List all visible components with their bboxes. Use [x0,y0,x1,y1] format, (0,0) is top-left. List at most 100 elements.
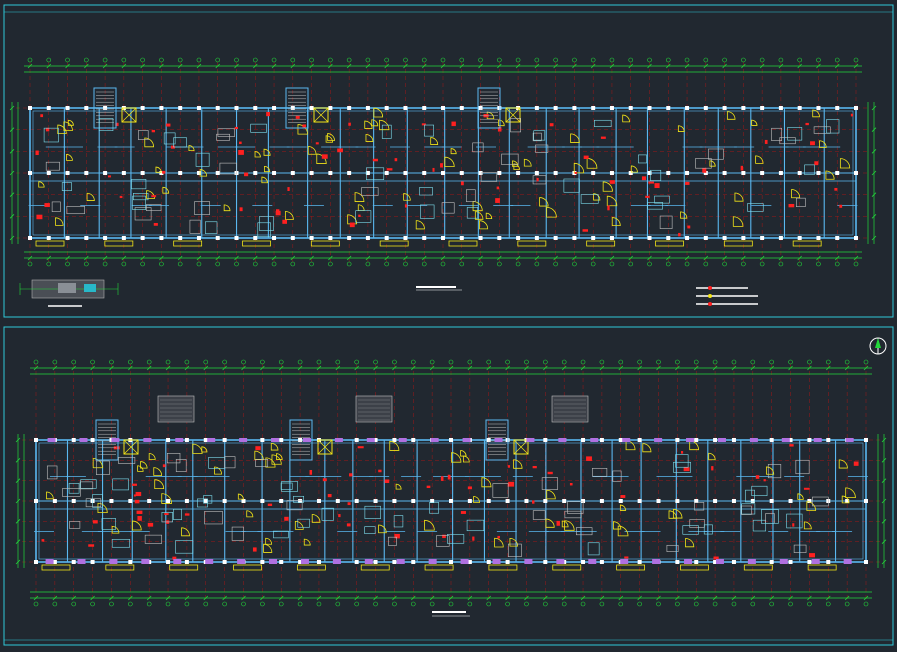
fixture [189,219,201,234]
axis-bubble [741,261,746,267]
door-swing [545,518,555,528]
red-marker [119,195,123,199]
window-sill [749,438,758,442]
dimension-tick [853,255,859,261]
balcony-sill [588,559,597,564]
door-swing [481,477,492,488]
balcony [296,564,326,571]
column [807,560,812,564]
dimension-tick [797,63,802,69]
column [196,236,201,240]
fixture [492,483,509,498]
dimension-tick [65,63,70,69]
red-marker [36,214,43,220]
column [581,499,586,503]
fixture [587,542,600,556]
axis-bubble [497,261,502,267]
axis-bubble [778,261,784,267]
column [769,560,774,564]
window-sill [398,438,407,442]
column [441,106,445,110]
dimension-tick [750,365,756,371]
fixture [134,207,152,221]
dimension-tick [807,365,812,371]
dimension-tick [46,63,52,69]
axis-bubble [834,57,840,63]
column [90,560,95,564]
door-swing [254,151,261,158]
fixture [419,187,433,196]
red-marker [113,446,120,450]
dimension-tick [403,255,408,261]
axis-bubble [290,57,296,63]
fixture [138,130,149,140]
window-sill [47,438,56,442]
axis-bubble [52,359,58,365]
door-swing [131,520,142,531]
dimension-tick [384,255,389,261]
fixture [112,478,129,491]
dimension-tick [731,595,737,601]
dimension-tick [467,365,473,371]
fixture [771,127,782,141]
dimension-tick [215,255,221,261]
column [816,106,821,110]
dimension-tick [165,595,171,601]
fixture [173,137,187,148]
axis-bubble [467,601,473,607]
axis-bubble [241,601,246,607]
dimension-tick [328,255,333,261]
column [760,236,765,240]
window-sill [271,438,280,442]
dimension-tick [297,365,303,371]
window-sill [111,438,120,442]
door-swing [539,197,549,207]
column [497,236,502,240]
column [835,106,840,110]
axis-bubble [297,601,303,607]
axis-bubble [84,261,89,267]
elevator-shaft [505,107,521,123]
column [128,560,133,564]
red-marker [549,123,554,127]
column [694,560,699,564]
axis-bubble [599,359,605,365]
door-swing [294,520,304,530]
dimension-tick [15,519,21,524]
axis-bubble [290,261,296,267]
column [609,106,614,110]
dimension-tick [373,365,378,371]
axis-bubble [778,57,784,63]
dimension-tick [384,63,389,69]
column [411,560,416,564]
column [864,560,868,564]
red-marker [711,466,714,471]
window-sill [590,438,599,442]
stair-core [289,419,313,461]
dimension-tick [410,595,416,601]
balcony-sill [332,559,341,564]
dimension-tick [524,365,529,371]
axis-bubble [392,601,397,607]
axis-bubble [486,359,492,365]
red-marker [532,465,537,469]
door-swing [680,211,688,219]
door-swing [611,217,621,227]
balcony-sill [715,559,724,564]
fixture [580,194,599,204]
fixture [132,195,146,210]
red-marker [302,124,307,128]
door-swing [307,146,317,155]
column [778,106,783,110]
dimension-tick [834,255,840,261]
door-swing [473,496,480,503]
fixture [364,526,376,534]
axis-bubble [448,359,454,365]
elevator-cross [513,439,529,455]
fixture [666,544,679,552]
red-marker [789,444,794,447]
column [121,236,126,240]
red-marker [394,158,398,162]
column [713,499,718,503]
axis-bubble [580,359,586,365]
